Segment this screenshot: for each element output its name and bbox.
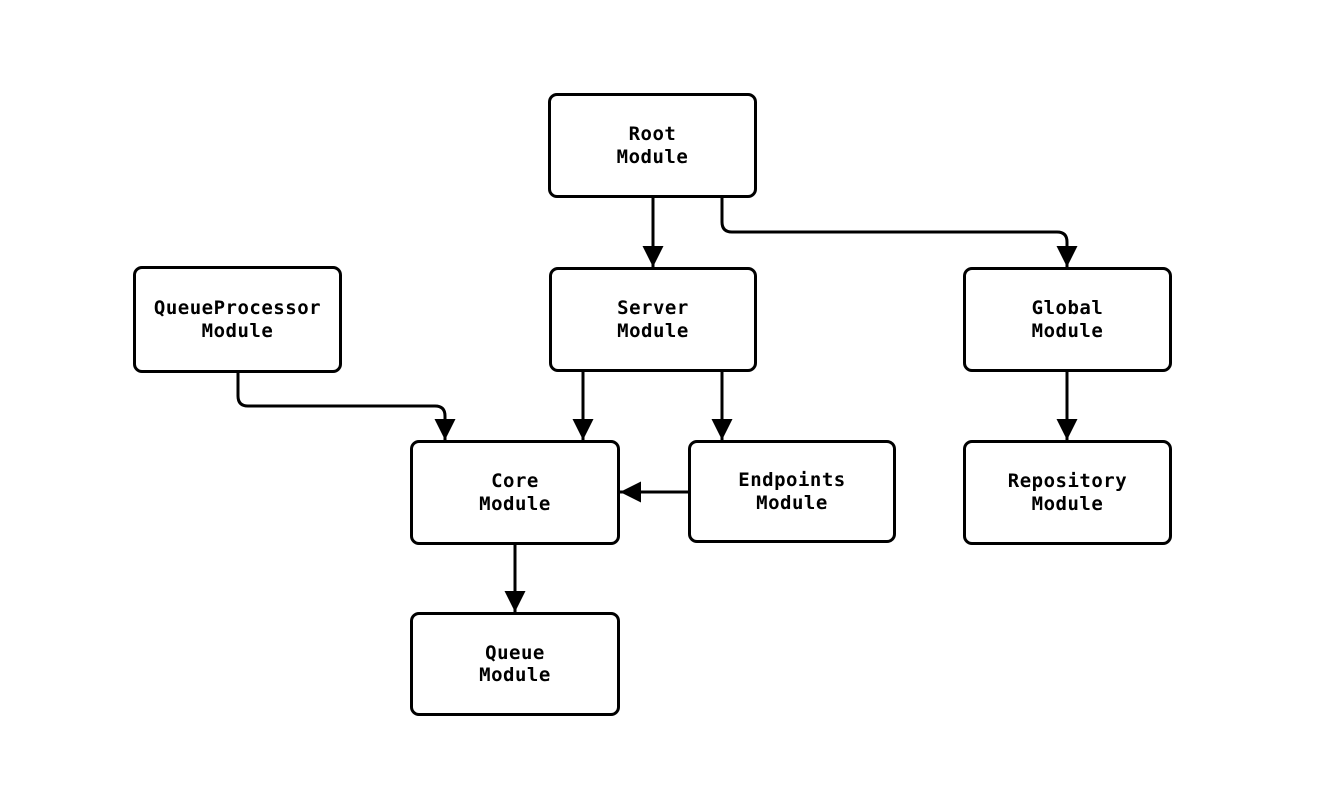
node-repository: Repository Module [963, 440, 1172, 545]
node-endpoints: Endpoints Module [688, 440, 896, 543]
node-root: Root Module [548, 93, 757, 198]
edges-group [236, 198, 1078, 612]
edge-root-to-global [720, 198, 1078, 267]
node-server: Server Module [549, 267, 757, 372]
node-core-label: Core Module [479, 470, 551, 515]
node-queue: Queue Module [410, 612, 620, 716]
node-repository-label: Repository Module [1007, 470, 1128, 515]
node-global: Global Module [963, 267, 1172, 372]
node-root-label: Root Module [616, 123, 689, 168]
node-queueprocessor-label: QueueProcessor Module [153, 297, 322, 342]
node-server-label: Server Module [617, 297, 689, 342]
node-queueprocessor: QueueProcessor Module [133, 266, 342, 373]
edge-queueprocessor-to-core [236, 373, 456, 440]
node-global-label: Global Module [1031, 297, 1104, 342]
node-queue-label: Queue Module [479, 641, 551, 686]
node-core: Core Module [410, 440, 620, 545]
node-endpoints-label: Endpoints Module [738, 469, 846, 514]
